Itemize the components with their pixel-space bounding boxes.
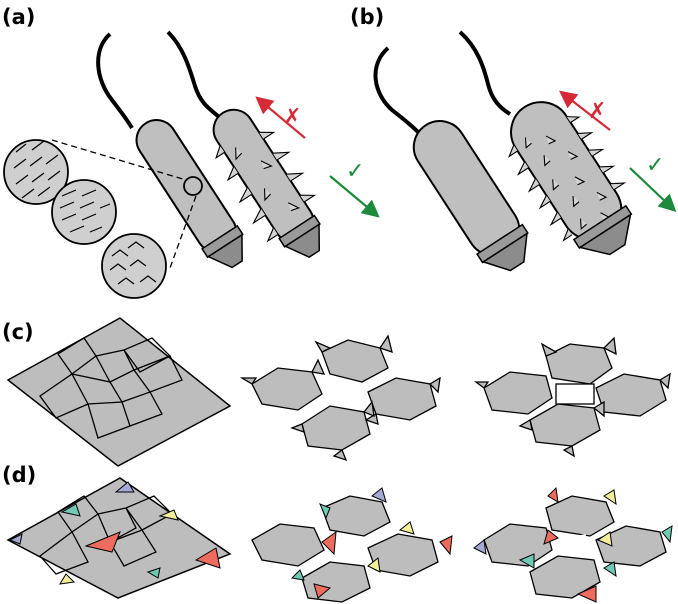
cross-mark-icon: ✗ (588, 99, 606, 124)
partial-popped-d (251, 487, 453, 603)
panel-a: ✗ ✓ (3, 30, 380, 299)
zoom-line (51, 139, 187, 181)
cable-icon (373, 46, 420, 134)
check-mark-icon: ✓ (646, 153, 664, 178)
blocked-arrow (255, 96, 306, 139)
spiky-tube-icon (212, 108, 321, 258)
pattern-inset-herringbone (101, 233, 167, 299)
panel-d (6, 477, 673, 603)
full-popped-d (473, 486, 673, 603)
flap-yellow (59, 573, 76, 585)
panel-label-a: (a) (2, 5, 35, 29)
zoom-line (169, 195, 197, 269)
cross-mark-icon: ✗ (283, 105, 301, 130)
flap-teal (60, 503, 81, 517)
panel-label-c: (c) (2, 320, 34, 344)
plain-tube-icon (135, 119, 244, 269)
dense-spiky-tube-icon (507, 101, 633, 256)
flap-purple (8, 533, 23, 545)
cable-icon (458, 30, 512, 116)
panel-label-d: (d) (2, 463, 36, 487)
flap-yellow (158, 509, 179, 521)
full-popped-c (474, 336, 671, 458)
partial-popped-c (239, 334, 441, 462)
cable-icon (166, 30, 220, 118)
allowed-arrow (629, 167, 677, 213)
zoom-spot (183, 176, 203, 196)
pattern-inset-tilted (3, 139, 69, 205)
allowed-arrow (329, 175, 380, 218)
flat-sheet-c (6, 317, 232, 467)
plain-tube-icon (412, 120, 529, 272)
panel-b: ✗ ✓ (373, 30, 677, 272)
panel-label-b: (b) (350, 5, 384, 29)
flap-red (194, 547, 221, 569)
check-mark-icon: ✓ (346, 159, 364, 184)
panel-c (6, 317, 671, 467)
flap-red (84, 531, 121, 553)
flap-teal (146, 567, 161, 579)
flap-purple (114, 481, 135, 493)
cable-icon (96, 32, 134, 130)
flat-sheet-d (6, 477, 232, 599)
pattern-inset-horizontal (51, 179, 117, 245)
blocked-arrow (559, 90, 611, 131)
